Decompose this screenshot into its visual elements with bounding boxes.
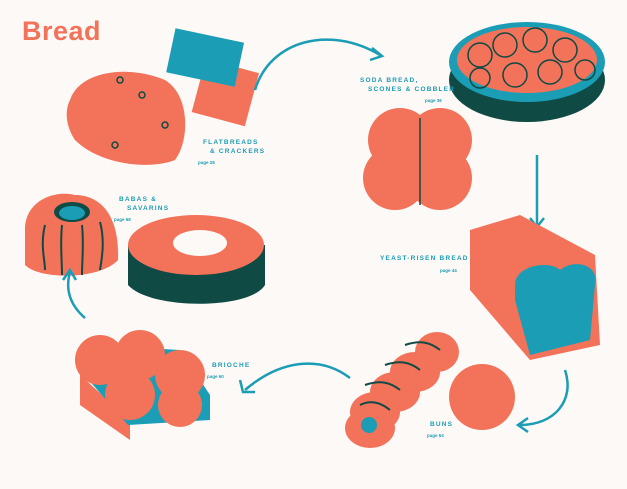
page-ref-buns: page 54 <box>427 433 444 438</box>
round-bun-illustration <box>449 364 515 430</box>
baba-illustration <box>25 193 119 276</box>
page-ref-brioche: page 60 <box>207 374 224 379</box>
label-line: SCONES & COBBLER <box>368 86 456 93</box>
page-ref-flatbreads: page 28 <box>198 160 215 165</box>
label-line: SAVARINS <box>127 205 170 212</box>
page-ref-yeast-risen: page 44 <box>440 268 457 273</box>
label-flatbreads: FLATBREADS & CRACKERS <box>203 138 265 156</box>
label-line: SODA BREAD, <box>360 77 419 84</box>
soda-bread-illustration <box>363 108 472 210</box>
label-line: & CRACKERS <box>210 148 266 155</box>
page-ref-soda-bread: page 36 <box>425 98 442 103</box>
arrow <box>253 38 381 91</box>
cracker-illustration <box>166 28 245 87</box>
braided-bun-illustration <box>345 332 459 448</box>
brioche-illustration <box>80 375 130 440</box>
page-title: Bread <box>22 16 102 46</box>
flatbread-illustration <box>66 71 186 165</box>
label-line: BRIOCHE <box>212 362 251 369</box>
label-babas: BABAS & SAVARINS <box>119 195 169 213</box>
label-buns: BUNS <box>430 420 453 429</box>
label-line: YEAST-RISEN BREAD <box>380 255 469 262</box>
label-soda-bread: SODA BREAD, SCONES & COBBLER <box>360 76 455 94</box>
label-line: FLATBREADS <box>203 139 259 146</box>
label-yeast-risen: YEAST-RISEN BREAD <box>380 254 469 263</box>
label-line: BABAS & <box>119 196 158 203</box>
label-brioche: BRIOCHE <box>212 361 250 370</box>
page-ref-babas: page 68 <box>114 217 131 222</box>
label-line: BUNS <box>430 421 454 428</box>
